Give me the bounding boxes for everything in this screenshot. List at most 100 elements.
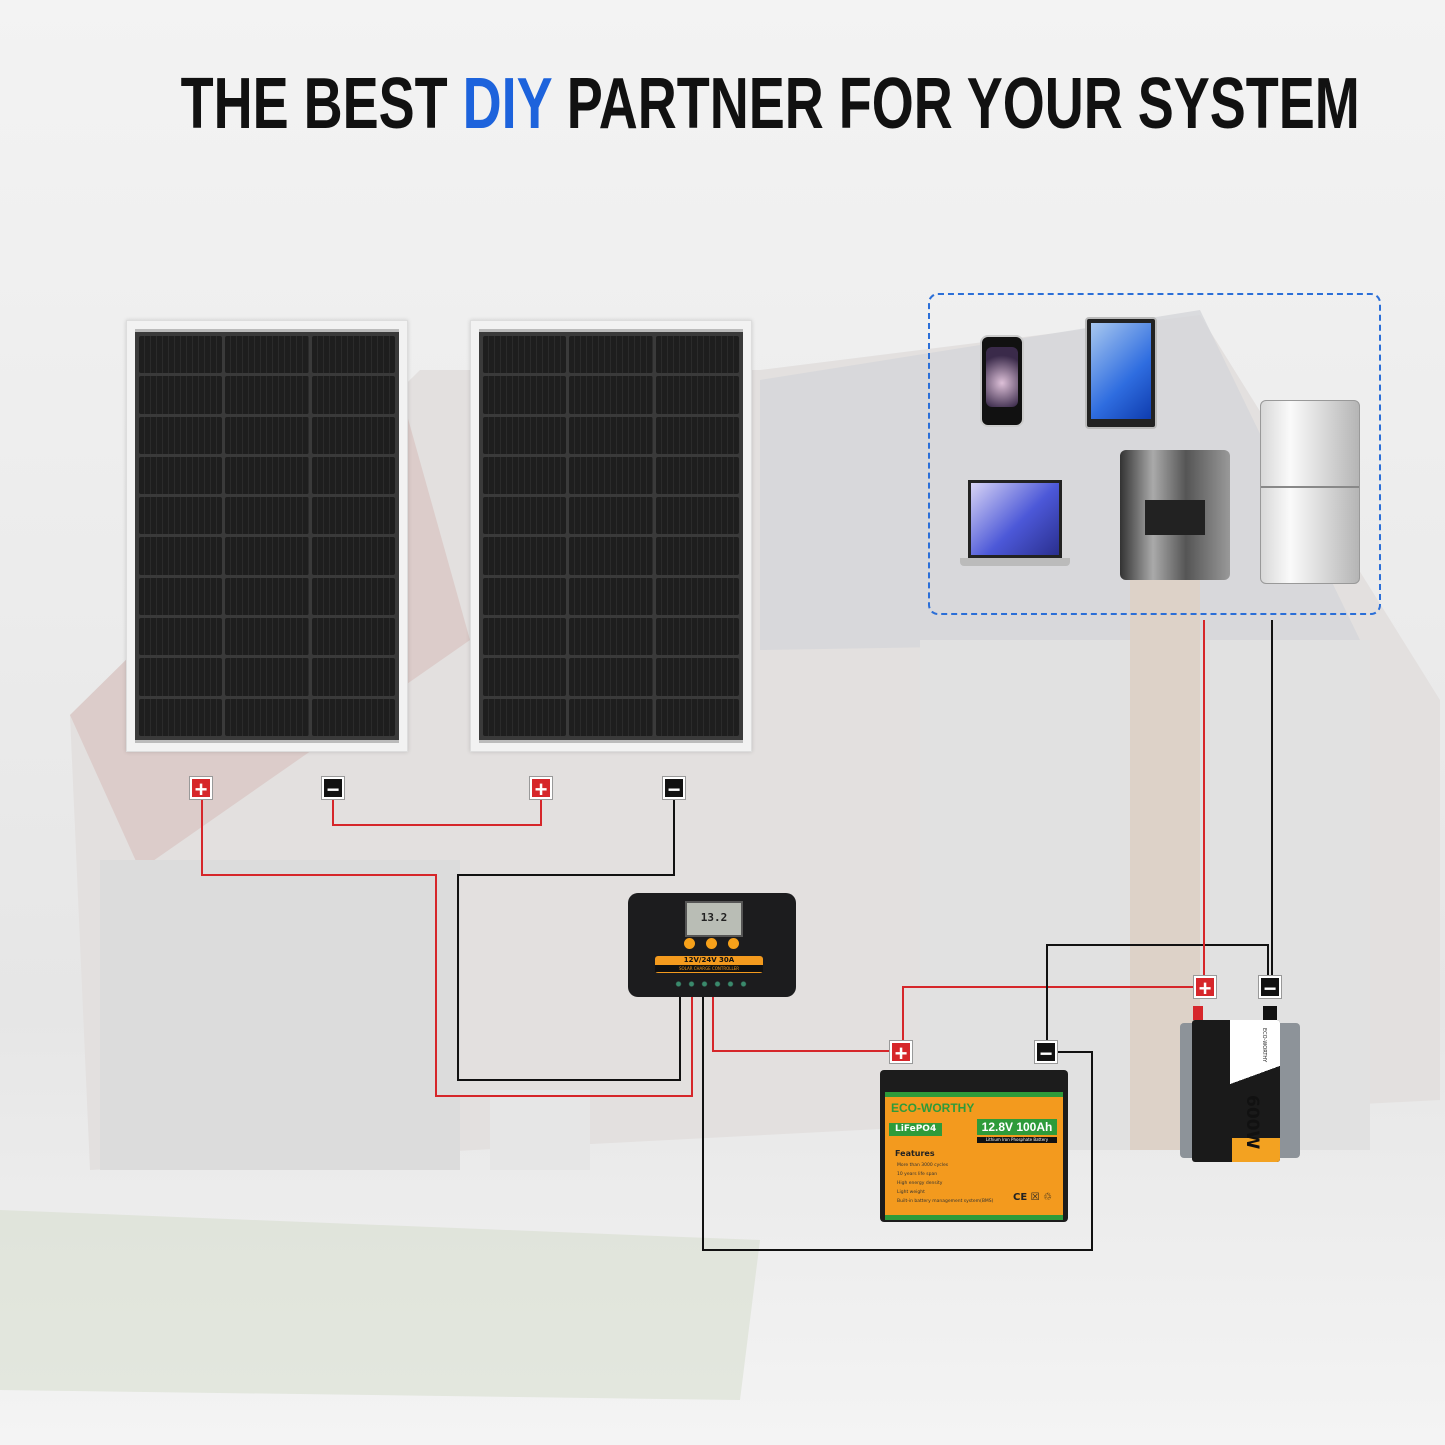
solar-cell — [311, 577, 395, 616]
solar-cell — [483, 336, 567, 374]
button-icon — [706, 938, 717, 949]
solar-cell — [483, 658, 567, 696]
lifepo4-battery: ECO-WORTHY LiFePO4 12.8V 100Ah Lithium I… — [880, 1070, 1068, 1222]
solar-cell — [655, 658, 739, 696]
wire-battery-inverter-positive — [902, 986, 1194, 1041]
battery-negative-terminal: − — [1034, 1040, 1058, 1065]
headline-text: THE BEST — [180, 64, 463, 144]
solar-cell — [655, 416, 739, 454]
solar-cell — [655, 456, 739, 495]
features-title: Features — [895, 1149, 935, 1158]
solar-cell — [139, 658, 223, 696]
wire-series — [332, 798, 542, 826]
solar-cell — [225, 416, 309, 454]
solar-cell — [139, 336, 223, 374]
solar-cell — [483, 376, 567, 414]
solar-cell — [569, 537, 653, 575]
solar-cell — [483, 618, 567, 656]
feature-item: Built-in battery management system(BMS) — [897, 1199, 994, 1204]
solar-cell — [655, 698, 739, 736]
solar-cell — [225, 537, 309, 575]
solar-cell — [569, 497, 653, 535]
power-inverter: ECO-WORTHY 600W — [1180, 1006, 1300, 1163]
lcd-display: 13.2 — [685, 901, 743, 937]
solar-cell — [139, 376, 223, 414]
feature-item: Light weight — [897, 1190, 925, 1195]
inverter-power: 600W — [1242, 1095, 1262, 1150]
solar-cell — [311, 336, 395, 374]
wire-controller-battery-positive — [712, 995, 890, 1052]
solar-cell — [483, 456, 567, 495]
controller-subtitle: SOLAR CHARGE CONTROLLER — [655, 965, 763, 972]
solar-cell — [139, 618, 223, 656]
panel1-positive-terminal: + — [189, 776, 213, 801]
wire-panel1-positive — [201, 798, 693, 1097]
solar-cell — [225, 456, 309, 495]
solar-cell — [569, 336, 653, 374]
battery-rating: 12.8V 100Ah — [977, 1119, 1057, 1135]
inverter-negative-terminal: − — [1258, 975, 1282, 1000]
loads-box — [928, 293, 1381, 615]
panel2-negative-terminal: − — [662, 776, 686, 801]
headline: THE BEST DIY PARTNER FOR YOUR SYSTEM — [180, 62, 1360, 146]
solar-cell — [569, 456, 653, 495]
solar-cell — [225, 376, 309, 414]
solar-cell — [483, 698, 567, 736]
solar-panel-1 — [126, 320, 408, 752]
solar-cell — [311, 658, 395, 696]
battery-brand: ECO-WORTHY — [891, 1101, 975, 1115]
solar-cell — [139, 416, 223, 454]
tablet-icon — [1085, 317, 1157, 429]
solar-cell — [311, 698, 395, 736]
certification-marks: CE ☒ ♲ — [1013, 1192, 1053, 1203]
headline-highlight: DIY — [462, 64, 552, 144]
solar-cell — [483, 537, 567, 575]
controller-rating: 12V/24V 30A — [683, 956, 735, 964]
solar-cell — [225, 577, 309, 616]
solar-cell — [139, 497, 223, 535]
solar-cell — [139, 537, 223, 575]
solar-cell — [139, 456, 223, 495]
panel2-positive-terminal: + — [529, 776, 553, 801]
battery-positive-terminal: + — [889, 1040, 913, 1065]
solar-cell — [655, 497, 739, 535]
wire-controller-battery-negative — [702, 995, 1093, 1251]
solar-cell — [569, 618, 653, 656]
solar-cell — [225, 698, 309, 736]
solar-cell — [655, 537, 739, 575]
solar-cell — [311, 497, 395, 535]
solar-cell — [311, 537, 395, 575]
wire-battery-inverter-negative — [1046, 944, 1269, 1041]
solar-cell — [311, 376, 395, 414]
feature-item: High energy density — [897, 1181, 943, 1186]
solar-cell — [655, 336, 739, 374]
battery-chemistry: LiFePO4 — [889, 1123, 943, 1136]
solar-cell — [569, 577, 653, 616]
button-icon — [684, 938, 695, 949]
rating-label: 12V/24V 30A SOLAR CHARGE CONTROLLER — [655, 956, 763, 973]
solar-cell — [483, 497, 567, 535]
solar-cell — [569, 658, 653, 696]
solar-cell — [655, 618, 739, 656]
feature-item: More than 3000 cycles — [897, 1163, 949, 1168]
refrigerator-icon — [1260, 400, 1360, 584]
solar-cell — [225, 658, 309, 696]
solar-cell — [483, 577, 567, 616]
solar-cell — [311, 618, 395, 656]
solar-cell — [225, 618, 309, 656]
inverter-brand: ECO-WORTHY — [1261, 1028, 1267, 1063]
solar-cell — [569, 376, 653, 414]
wire-panel2-negative — [457, 798, 681, 1081]
phone-icon — [980, 335, 1024, 427]
charge-controller: 13.2 12V/24V 30A SOLAR CHARGE CONTROLLER — [628, 893, 796, 997]
feature-item: 10 years life span — [897, 1172, 938, 1177]
solar-cell — [225, 336, 309, 374]
battery-rating-text: 12.8V 100Ah — [981, 1120, 1053, 1134]
solar-cell — [655, 376, 739, 414]
solar-cell — [483, 416, 567, 454]
terminal-screws — [672, 980, 752, 988]
solar-cell — [225, 497, 309, 535]
solar-cell — [139, 577, 223, 616]
inverter-positive-terminal: + — [1193, 975, 1217, 1000]
